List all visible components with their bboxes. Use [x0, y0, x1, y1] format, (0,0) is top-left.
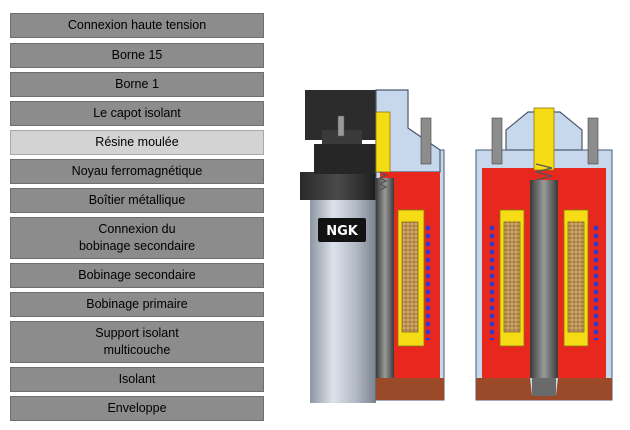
coil-half-cutaway: [375, 89, 445, 401]
coil-full-cutaway: [475, 107, 613, 401]
terminal-post-right: [587, 117, 599, 165]
coil-exterior: NGK: [300, 90, 377, 403]
primary-winding-half: [426, 222, 434, 340]
enveloppe-shell: [310, 185, 376, 403]
ignition-coil-diagram: NGK: [300, 89, 613, 403]
primary-winding-left: [488, 222, 496, 340]
secondary-winding-right: [567, 221, 585, 333]
menu-item-enveloppe[interactable]: Enveloppe: [10, 396, 264, 421]
menu-item-connexion-bobinage-secondaire[interactable]: Connexion du bobinage secondaire: [10, 217, 264, 259]
hv-terminal-full: [533, 107, 555, 171]
menu-item-resine-moulee[interactable]: Résine moulée: [10, 130, 264, 155]
secondary-winding-half: [401, 221, 419, 333]
brand-plate: [318, 218, 366, 242]
spring-half: [378, 171, 388, 191]
brand-label: NGK: [326, 224, 359, 239]
core-half: [376, 178, 394, 378]
menu-item-support-isolant-multicouche[interactable]: Support isolant multicouche: [10, 321, 264, 363]
menu-item-borne-1[interactable]: Borne 1: [10, 72, 264, 97]
terminal-post-half: [420, 117, 432, 165]
terminal-stud: [337, 115, 345, 137]
terminal-post-left: [491, 117, 503, 165]
core-full: [530, 180, 558, 378]
terminal-base: [322, 130, 362, 146]
insulator-base-full: [476, 378, 612, 400]
insulating-cap-shoulder: [300, 172, 376, 200]
primary-winding-right: [592, 222, 600, 340]
hv-terminal-half: [375, 111, 391, 173]
menu-item-borne-15[interactable]: Borne 15: [10, 43, 264, 68]
cap-neck: [314, 144, 376, 174]
menu-item-noyau-ferromagnetique[interactable]: Noyau ferromagnétique: [10, 159, 264, 184]
menu-item-boitier-metallique[interactable]: Boîtier métallique: [10, 188, 264, 213]
menu-item-bobinage-secondaire[interactable]: Bobinage secondaire: [10, 263, 264, 288]
menu-item-isolant[interactable]: Isolant: [10, 367, 264, 392]
core-base: [532, 378, 556, 396]
menu-item-bobinage-primaire[interactable]: Bobinage primaire: [10, 292, 264, 317]
menu-item-connexion-haute-tension[interactable]: Connexion haute tension: [10, 13, 264, 38]
insulator-base-half: [376, 378, 444, 400]
menu-item-capot-isolant[interactable]: Le capot isolant: [10, 101, 264, 126]
secondary-winding-left: [503, 221, 521, 333]
